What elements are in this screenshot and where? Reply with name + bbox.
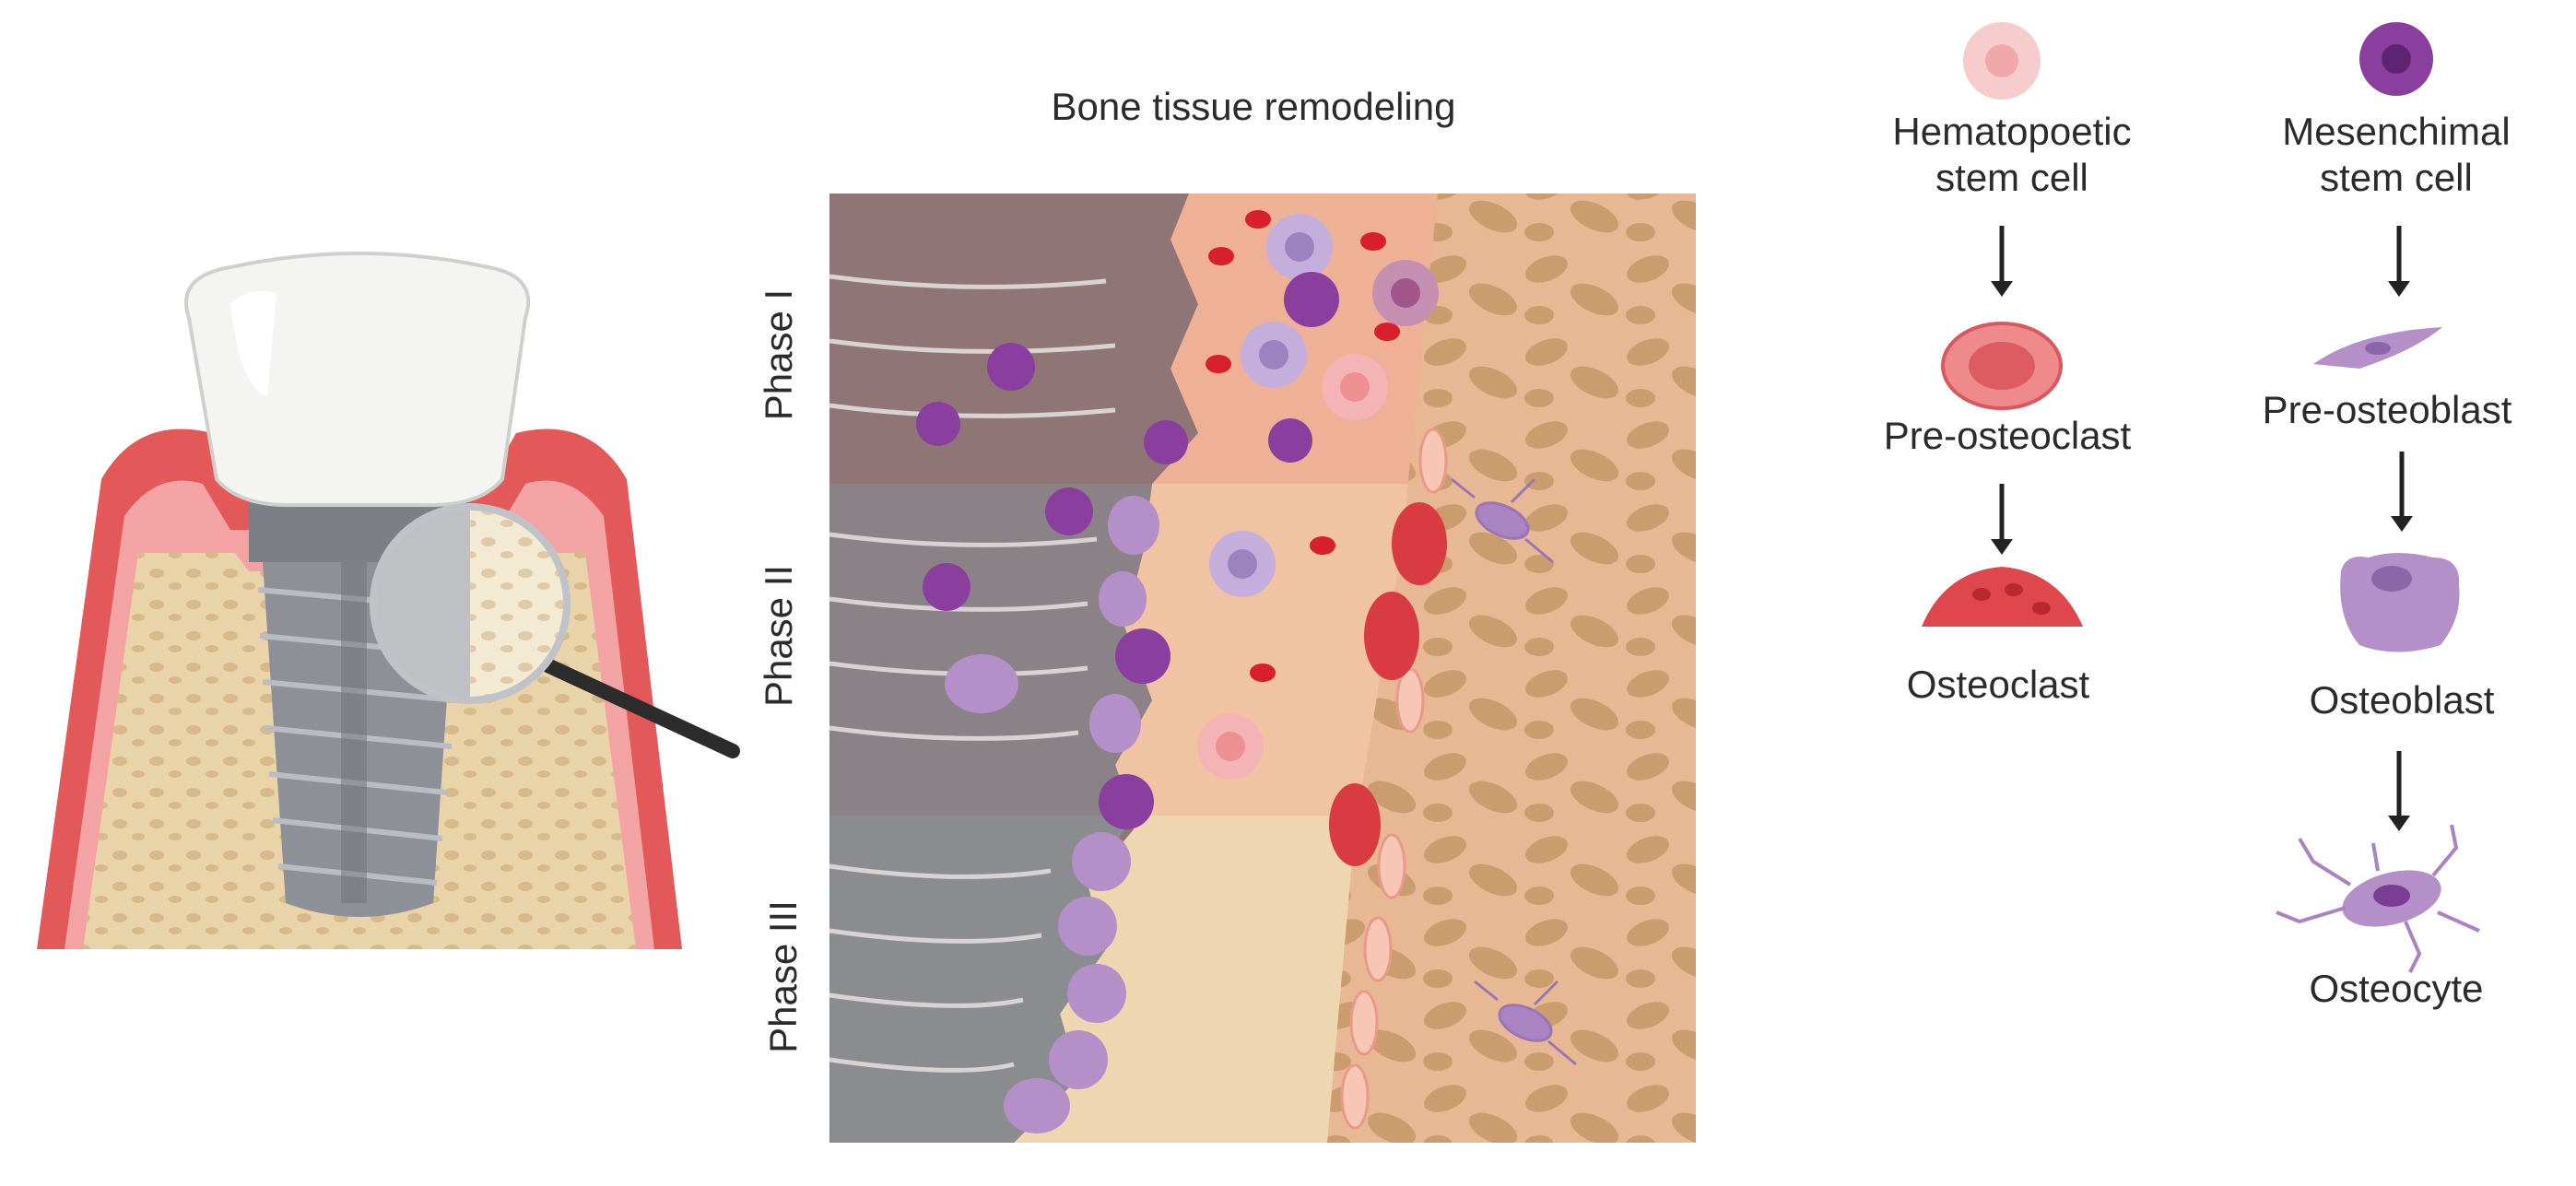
osteoblast-cells [945, 496, 1159, 1133]
mesenchymal-label-line-2: stem cell [2320, 156, 2473, 199]
mesenchymal-cells [916, 272, 1339, 829]
pre-osteoclast-label: Pre-osteoclast [1883, 414, 2132, 457]
osteocyte-icon [2276, 824, 2480, 973]
pre-osteoblast-icon [2313, 327, 2442, 369]
hematopoietic-lineage [1922, 22, 2083, 627]
red-blood-cells [1206, 210, 1400, 682]
mesenchymal-label-line-1: Mesenchimal [2282, 110, 2511, 153]
hematopoietic-stem-cell-label: Hematopoetic stem cell [1892, 109, 2131, 201]
phase-2-label: Phase II [757, 564, 800, 708]
osteocyte-cells [1451, 477, 1577, 1066]
osteoclast-label: Osteoclast [1906, 663, 2090, 706]
arrow-head-5 [2388, 816, 2410, 831]
mesenchymal-stem-cell-label: Mesenchimal stem cell [2282, 109, 2510, 201]
hematopoietic-stem-cell-icon [1963, 22, 2041, 100]
mesenchymal-lineage [2276, 22, 2480, 973]
mesenchymal-stem-cell-icon [2359, 22, 2433, 96]
osteoclast-cells [1329, 502, 1447, 866]
osteocyte-label: Osteocyte [2309, 967, 2484, 1010]
hematopoietic-cells [1197, 260, 1439, 780]
arrow-head-1 [1991, 281, 2013, 297]
arrow-head-3 [2388, 281, 2410, 297]
arrow-head-2 [1991, 539, 2013, 555]
pre-osteoclast-icon [1941, 322, 2063, 410]
hematopoietic-label-line-2: stem cell [1935, 156, 2088, 199]
osteoclast-icon [1922, 567, 2083, 627]
magnifier-icon [370, 503, 740, 758]
arrow-head-4 [2391, 516, 2413, 532]
diagram-title: Bone tissue remodeling [1051, 85, 1456, 128]
phase-3-label: Phase III [761, 900, 805, 1053]
phase-1-label: Phase I [757, 288, 800, 421]
dental-implant-illustration [37, 252, 740, 958]
monocyte-cells [1209, 214, 1333, 597]
pre-osteoblast-label: Pre-osteoblast [2262, 388, 2512, 431]
osteoblast-icon [2340, 553, 2460, 652]
osteoblast-label: Osteoblast [2309, 678, 2495, 722]
remodeling-panel [829, 194, 1696, 1143]
crown [184, 252, 531, 508]
hematopoietic-label-line-1: Hematopoetic [1892, 110, 2132, 153]
